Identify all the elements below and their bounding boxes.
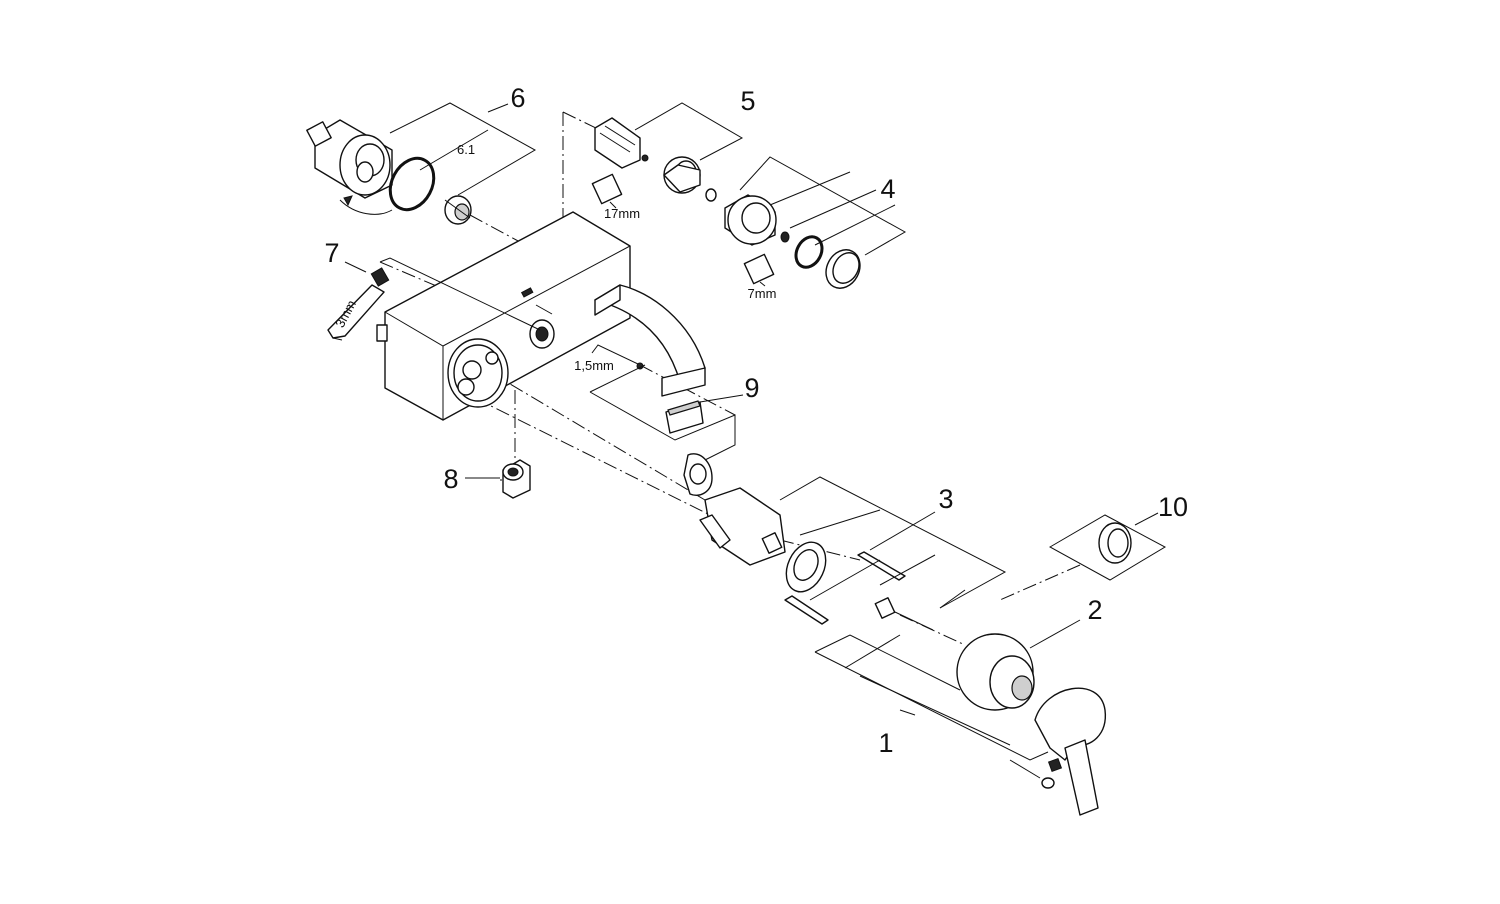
handle-cap-insert	[1048, 514, 1167, 581]
handle-rosette	[956, 633, 1035, 711]
diverter-cartridge	[306, 119, 472, 225]
check-valve	[502, 459, 531, 499]
grub-screw-and-hex-key	[327, 267, 390, 341]
label-part-1: 1	[878, 728, 893, 758]
label-part-5: 5	[740, 86, 755, 116]
label-part-8: 8	[443, 464, 458, 494]
label-part-2: 2	[1087, 595, 1102, 625]
thermostatic-cartridge	[591, 117, 717, 205]
label-part-4: 4	[880, 174, 895, 204]
label-part-6: 6	[510, 83, 525, 113]
label-part-10: 10	[1158, 492, 1188, 522]
label-part-3: 3	[938, 484, 953, 514]
label-wrench-17mm: 17mm	[604, 206, 640, 221]
label-wrench-7mm: 7mm	[748, 286, 777, 301]
label-part-6-1: 6.1	[457, 142, 475, 157]
small-hex-key	[591, 344, 644, 370]
aerator	[665, 400, 713, 496]
temperature-sleeve	[724, 194, 861, 289]
spout	[594, 284, 706, 397]
flow-cartridge-assembly	[699, 487, 934, 631]
mixer-body	[376, 211, 631, 421]
lever-handle	[1034, 687, 1106, 816]
label-hex-1-5mm: 1,5mm	[574, 358, 614, 373]
leader-lines	[344, 102, 1159, 779]
label-part-7: 7	[324, 238, 339, 268]
label-part-9: 9	[744, 373, 759, 403]
